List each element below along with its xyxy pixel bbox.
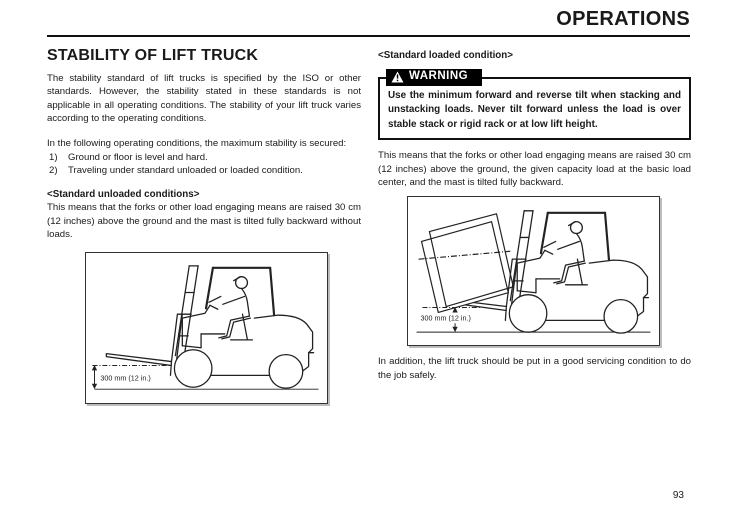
closing-paragraph: In addition, the lift truck should be pu… xyxy=(378,356,691,381)
unloaded-subheading: <Standard unloaded conditions> xyxy=(47,189,200,201)
load-box xyxy=(418,213,514,314)
warning-box: WARNING Use the minimum forward and reve… xyxy=(378,69,691,141)
unloaded-forklift-figure: 300 mm (12 in.) xyxy=(85,252,328,405)
page-number: 93 xyxy=(672,490,684,501)
left-column: STABILITY OF LIFT TRUCK The stability st… xyxy=(47,44,361,405)
right-column: <Standard loaded condition> WARNING Use … xyxy=(378,44,691,382)
loaded-description: This means that the forks or other load … xyxy=(378,150,691,188)
list-text: Ground or floor is level and hard. xyxy=(68,151,208,163)
loaded-forklift-drawing: 300 mm (12 in.) xyxy=(416,209,651,335)
dimension-arrow xyxy=(422,307,482,333)
list-marker: 1) xyxy=(49,151,58,163)
page-header: OPERATIONS xyxy=(47,8,690,37)
dimension-label: 300 mm (12 in.) xyxy=(421,314,471,323)
forklift-drawing xyxy=(105,265,315,390)
list-text: Traveling under standard unloaded or loa… xyxy=(68,165,303,177)
list-item: 1) Ground or floor is level and hard. xyxy=(47,151,361,164)
page-title: OPERATIONS xyxy=(556,8,690,30)
unloaded-description: This means that the forks or other load … xyxy=(47,202,361,241)
list-item: 2) Traveling under standard unloaded or … xyxy=(47,164,361,177)
dimension-arrow xyxy=(91,365,170,390)
unloaded-forklift-drawing: 300 mm (12 in.) xyxy=(91,265,319,391)
intro-paragraph: The stability standard of lift trucks is… xyxy=(47,73,361,125)
loaded-subheading: <Standard loaded condition> xyxy=(378,50,513,61)
loaded-forklift-figure: 300 mm (12 in.) xyxy=(407,196,660,347)
conditions-intro: In the following operating conditions, t… xyxy=(47,138,347,150)
warning-label-text: WARNING xyxy=(409,70,469,83)
list-marker: 2) xyxy=(49,165,58,177)
warning-label: WARNING xyxy=(386,69,483,86)
section-title: STABILITY OF LIFT TRUCK xyxy=(47,47,259,64)
dimension-label: 300 mm (12 in.) xyxy=(100,374,150,383)
warning-triangle-icon xyxy=(391,71,404,83)
warning-text: Use the minimum forward and reverse tilt… xyxy=(388,90,681,130)
